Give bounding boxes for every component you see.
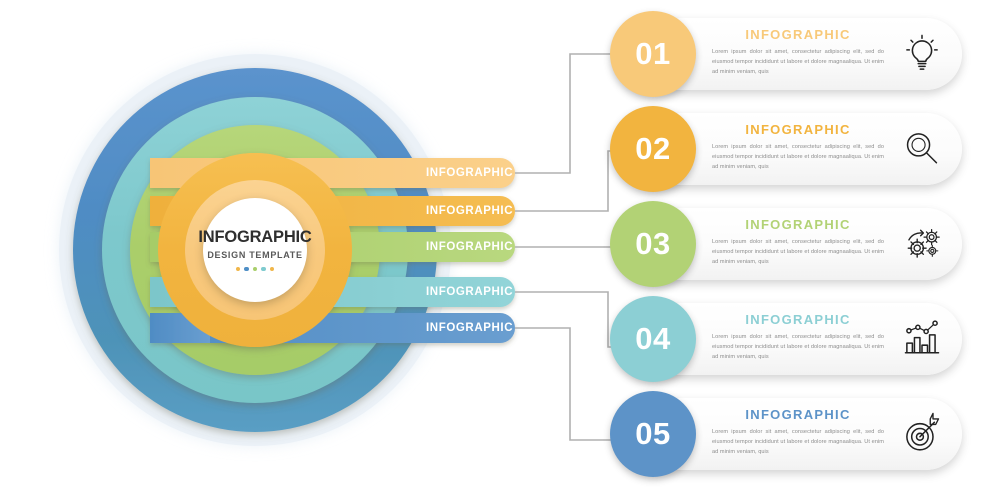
card-heading-03: INFOGRAPHIC <box>745 217 851 232</box>
card-text-02: Lorem ipsum dolor sit amet, consectetur … <box>712 143 884 171</box>
card-heading-01: INFOGRAPHIC <box>745 27 851 42</box>
ribbon-label-3[interactable]: INFOGRAPHIC <box>426 241 514 253</box>
ribbon-label-5[interactable]: INFOGRAPHIC <box>426 322 514 334</box>
card-number-badge-04[interactable]: 04 <box>610 296 696 382</box>
card-04[interactable]: 04 INFOGRAPHIC Lorem ipsum dolor sit amet,… <box>610 296 962 382</box>
card-text-05: Lorem ipsum dolor sit amet, consectetur … <box>712 428 884 456</box>
bar-chart-icon <box>898 315 946 363</box>
card-text-03: Lorem ipsum dolor sit amet, consectetur … <box>712 238 884 266</box>
center-subtitle: DESIGN TEMPLATE <box>207 249 303 260</box>
card-number-badge-05[interactable]: 05 <box>610 391 696 477</box>
card-number-badge-02[interactable]: 02 <box>610 106 696 192</box>
card-text-04: Lorem ipsum dolor sit amet, consectetur … <box>712 333 884 361</box>
center-dot-3 <box>252 266 258 271</box>
ribbon-label-1[interactable]: INFOGRAPHIC <box>426 167 514 179</box>
card-body-02: INFOGRAPHIC Lorem ipsum dolor sit amet, c… <box>706 122 890 173</box>
card-number-badge-03[interactable]: 03 <box>610 201 696 287</box>
card-heading-02: INFOGRAPHIC <box>745 122 851 137</box>
center-dot-4 <box>261 266 266 271</box>
lightbulb-icon <box>898 30 946 78</box>
card-body-03: INFOGRAPHIC Lorem ipsum dolor sit amet, c… <box>706 217 890 268</box>
card-01[interactable]: 01 INFOGRAPHIC Lorem ipsum dolor sit amet,… <box>610 11 962 97</box>
ribbon-label-4[interactable]: INFOGRAPHIC <box>426 286 514 298</box>
card-heading-05: INFOGRAPHIC <box>745 407 851 422</box>
center-title: INFOGRAPHIC <box>198 228 312 246</box>
card-body-04: INFOGRAPHIC Lorem ipsum dolor sit amet, c… <box>706 312 890 363</box>
center-dot-2 <box>244 266 249 271</box>
card-body-05: INFOGRAPHIC Lorem ipsum dolor sit amet, c… <box>706 407 890 458</box>
center-dot-5 <box>269 266 275 271</box>
center-dot-1 <box>235 266 241 271</box>
ribbon-label-2[interactable]: INFOGRAPHIC <box>426 205 514 217</box>
center-disc[interactable]: INFOGRAPHIC DESIGN TEMPLATE <box>198 198 312 302</box>
card-text-01: Lorem ipsum dolor sit amet, consectetur … <box>712 48 884 76</box>
card-03[interactable]: 03 INFOGRAPHIC Lorem ipsum dolor sit amet,… <box>610 201 962 287</box>
target-icon <box>898 410 946 458</box>
connector-line-5 <box>515 327 640 441</box>
card-05[interactable]: 05 INFOGRAPHIC Lorem ipsum dolor sit amet,… <box>610 391 962 477</box>
card-body-01: INFOGRAPHIC Lorem ipsum dolor sit amet, c… <box>706 27 890 78</box>
connector-line-1 <box>515 53 640 174</box>
card-number-badge-01[interactable]: 01 <box>610 11 696 97</box>
card-heading-04: INFOGRAPHIC <box>745 312 851 327</box>
magnifier-icon <box>898 125 946 173</box>
gears-icon <box>898 220 946 268</box>
card-02[interactable]: 02 INFOGRAPHIC Lorem ipsum dolor sit amet,… <box>610 106 962 192</box>
center-dot-row <box>235 266 275 271</box>
